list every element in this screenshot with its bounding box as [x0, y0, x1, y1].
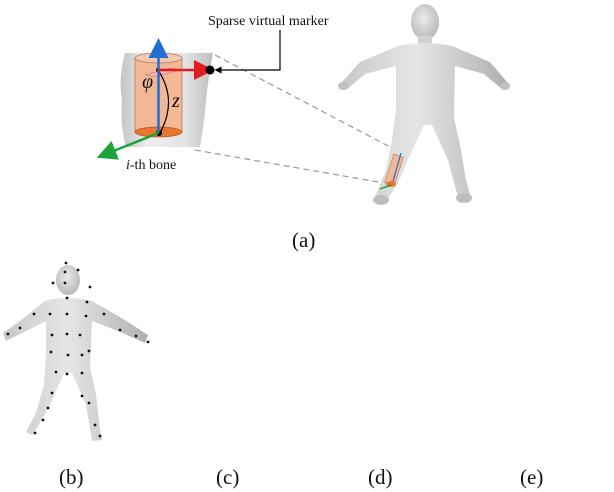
- virtual-marker-dot: [205, 65, 215, 75]
- panel-label-e: (e): [520, 465, 544, 489]
- callout-leader: [214, 30, 281, 74]
- panel-label-a: (a): [292, 228, 316, 252]
- bone-label: i-th bone: [126, 158, 176, 174]
- phi-symbol: φ: [142, 71, 154, 93]
- human-mesh-a: [338, 4, 510, 205]
- panel-label-d: (d): [368, 465, 393, 489]
- human-parts-e: [455, 255, 614, 450]
- human-patches-c: [155, 255, 315, 447]
- marker-dots-b: [6, 261, 150, 438]
- panel-label-b: (b): [59, 465, 84, 489]
- z-symbol: z: [172, 90, 180, 112]
- panel-label-c: (c): [216, 465, 240, 489]
- bone-axis-arrow: [96, 131, 159, 160]
- bone-label-rest: -th bone: [129, 158, 177, 173]
- human-blended-d: [305, 255, 465, 448]
- bone-index: i: [126, 158, 130, 173]
- human-mesh-b: [3, 265, 148, 441]
- callout-label: Sparse virtual marker: [208, 14, 329, 29]
